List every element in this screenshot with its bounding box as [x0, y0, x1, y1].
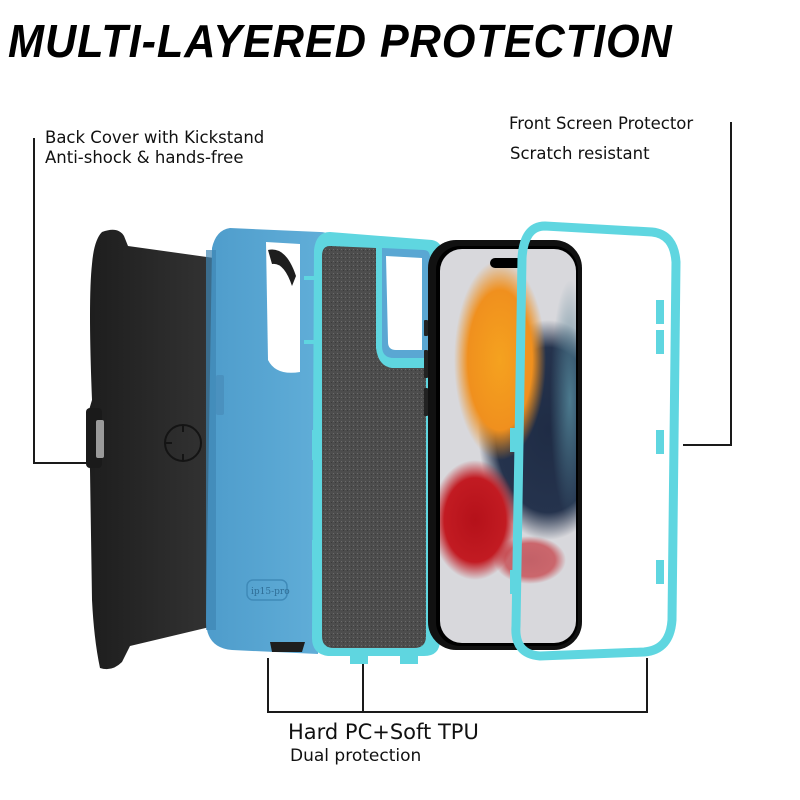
front-screen-subtitle: Scratch resistant	[510, 144, 650, 163]
phone	[424, 240, 582, 650]
bracket-horizontal	[267, 711, 648, 713]
bracket-left-vertical	[267, 658, 269, 713]
holster-kickstand	[86, 229, 214, 670]
case-model-mark: ip15-pro	[251, 587, 290, 597]
middle-layers-subtitle: Dual protection	[290, 746, 422, 766]
back-cover-title: Back Cover with Kickstand	[45, 128, 265, 147]
front-screen-leader-horizontal	[683, 444, 732, 446]
bracket-middle-vertical	[362, 658, 364, 713]
front-screen-title: Front Screen Protector	[509, 114, 694, 133]
front-screen-leader-vertical	[730, 122, 732, 446]
middle-layers-title: Hard PC+Soft TPU	[288, 720, 479, 744]
bracket-right-vertical	[646, 658, 648, 713]
headline: MULTI-LAYERED PROTECTION	[8, 15, 673, 67]
front-frame	[510, 221, 681, 661]
back-cover-leader-horizontal	[33, 462, 89, 464]
hard-pc-shell: ip15-pro	[206, 228, 330, 654]
back-cover-leader-vertical	[33, 138, 35, 464]
soft-tpu-inner	[304, 232, 442, 664]
back-cover-subtitle: Anti-shock & hands-free	[45, 148, 244, 167]
